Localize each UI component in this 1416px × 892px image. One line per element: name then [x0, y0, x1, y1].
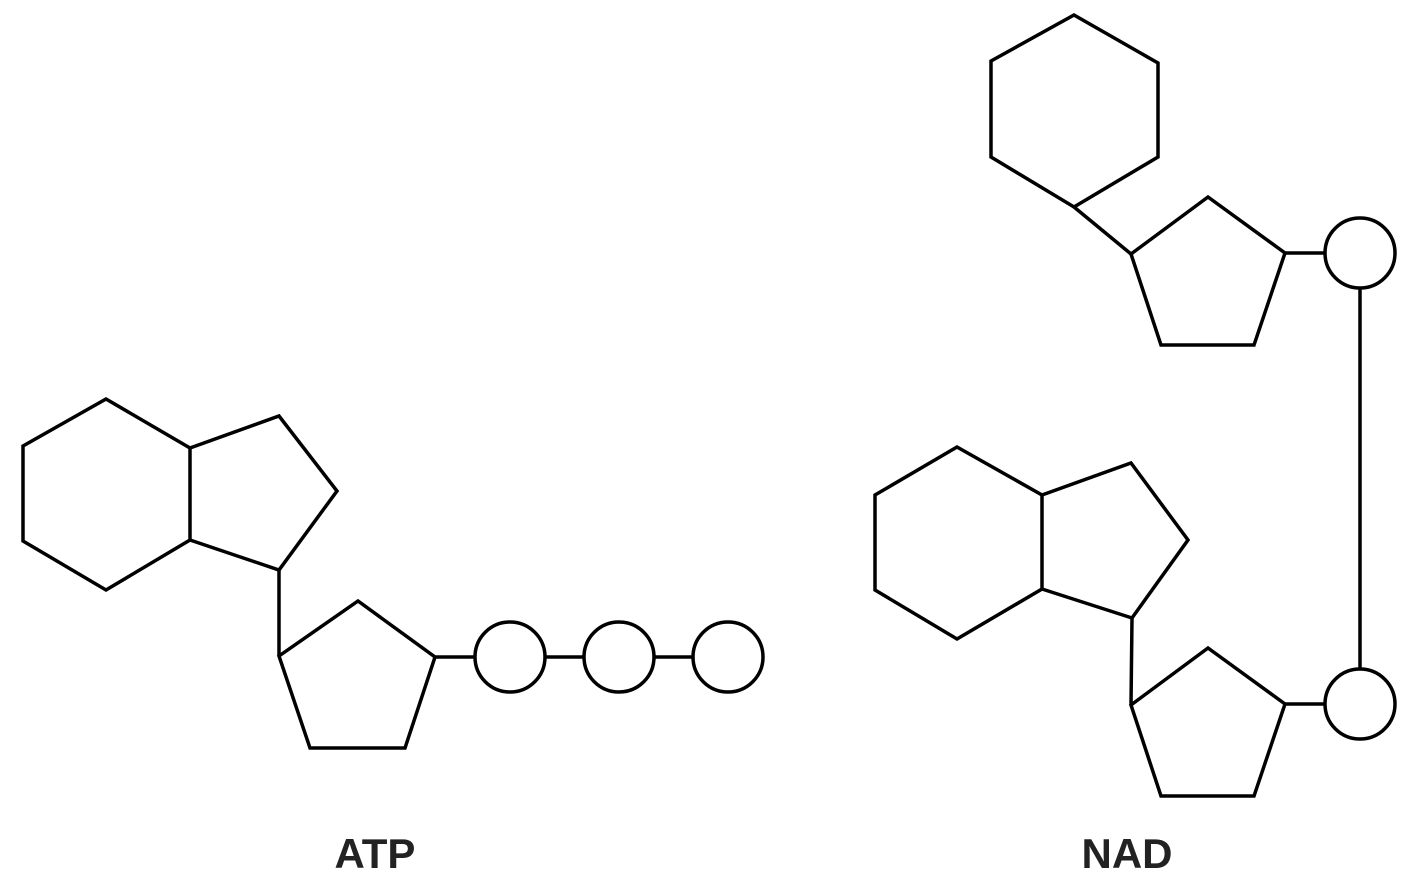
atp-five-membered-ring: [189, 413, 340, 573]
nad-adenine-five-membered-ring: [1041, 460, 1191, 621]
atp-gamma-phosphate: [691, 620, 765, 694]
atp-molecule: [21, 396, 765, 750]
nad-molecule: [873, 12, 1397, 798]
nad-upper-ribose-ring: [1128, 194, 1288, 347]
atp-ribose-ring: [276, 598, 438, 750]
atp-alpha-phosphate: [473, 620, 547, 694]
atp-beta-phosphate: [582, 620, 656, 694]
nad-upper-phosphate: [1323, 216, 1397, 290]
atp-label: ATP: [335, 830, 416, 877]
nad-glycosidic-bond: [1129, 617, 1134, 706]
nad-lower-ribose-ring: [1128, 645, 1288, 798]
nad-lower-phosphate: [1323, 667, 1397, 741]
nad-adenine-six-membered-ring: [873, 444, 1044, 642]
nad-nicotinamide-bond: [1072, 205, 1133, 256]
nad-label: NAD: [1082, 830, 1173, 877]
atp-six-membered-ring: [21, 396, 192, 593]
nad-nicotinamide-ring: [989, 12, 1160, 210]
